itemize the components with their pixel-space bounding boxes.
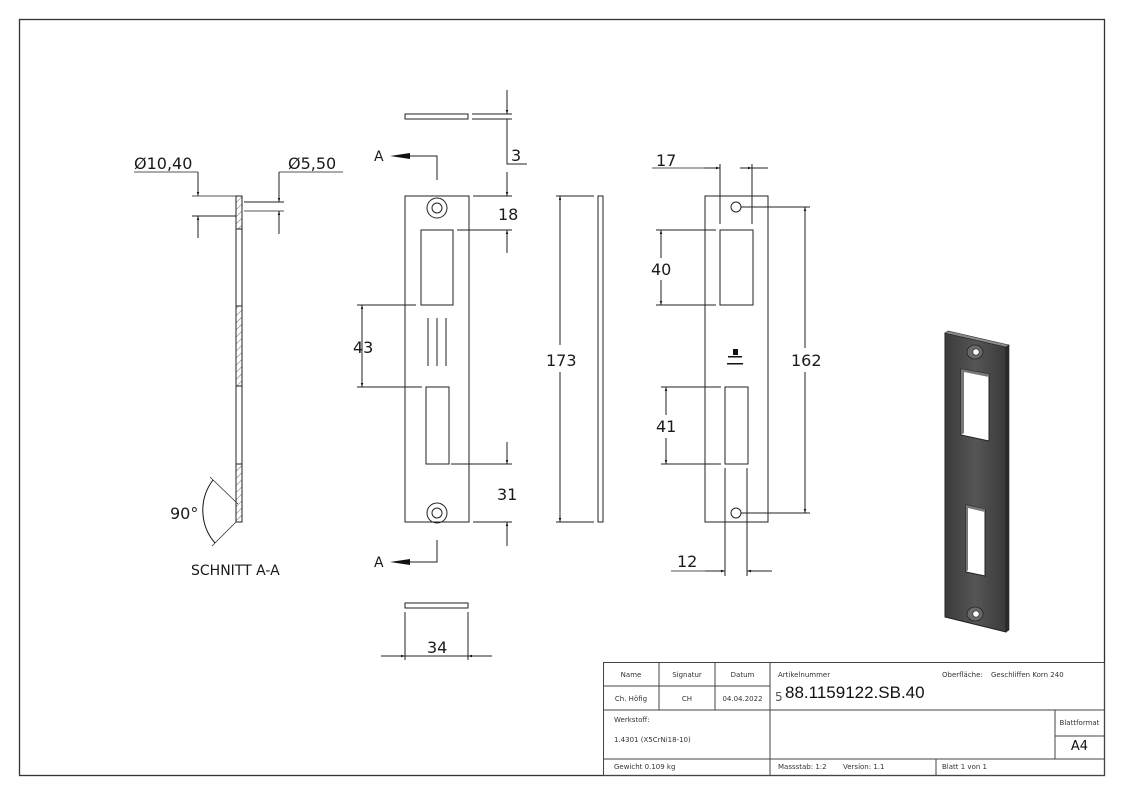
section-marker-top: A	[374, 149, 384, 165]
isometric-render	[944, 330, 1010, 633]
dim-hole-small: Ø5,50	[288, 154, 336, 173]
header-signature: Signatur	[672, 671, 702, 679]
front-view	[357, 90, 527, 660]
surface-value: Geschliffen Korn 240	[991, 671, 1064, 679]
dim-upper-cutout-height: 40	[651, 260, 671, 279]
material-value: 1.4301 (X5CrNi18-10)	[614, 736, 691, 744]
dim-thickness: 3	[511, 146, 521, 165]
surface-label: Oberfläche:	[942, 671, 983, 679]
material-label: Werkstoff:	[614, 716, 650, 724]
rear-view	[652, 164, 810, 576]
dim-lower-cutout-height: 41	[656, 417, 676, 436]
weight: Gewicht 0.109 kg	[614, 763, 676, 771]
section-view-a-a	[134, 171, 343, 547]
format-label: Blattformat	[1059, 719, 1100, 727]
header-date: Datum	[730, 671, 755, 679]
section-marker-bottom: A	[374, 555, 384, 571]
value-signature: CH	[681, 695, 693, 703]
article-prefix: 5	[775, 690, 783, 704]
section-label: SCHNITT A-A	[191, 563, 280, 579]
dim-total-height: 173	[546, 351, 577, 370]
value-date: 04.04.2022	[722, 695, 763, 703]
dim-top-to-cutout: 18	[498, 205, 518, 224]
scale: Massstab: 1:2	[778, 763, 827, 771]
dim-bottom-to-cutout: 31	[497, 485, 517, 504]
article-label: Artikelnummer	[778, 671, 831, 679]
dim-hole-spacing: 162	[791, 351, 822, 370]
dim-angle: 90°	[170, 504, 198, 523]
sheet-border	[18, 18, 1106, 777]
header-name: Name	[620, 671, 642, 679]
dim-cutout-width: 17	[656, 151, 676, 170]
value-name: Ch. Höfig	[614, 695, 648, 703]
version: Version: 1.1	[843, 763, 885, 771]
logo-stamp	[727, 349, 743, 365]
sheet-number: Blatt 1 von 1	[942, 763, 987, 771]
dim-lower-cutout-width: 12	[677, 552, 697, 571]
title-block-grid	[603, 662, 1105, 776]
side-view	[556, 195, 604, 523]
dim-width: 34	[427, 638, 447, 657]
dim-hole-large: Ø10,40	[134, 154, 192, 173]
format-value: A4	[1070, 739, 1089, 754]
dim-cutout-spacing: 43	[353, 338, 373, 357]
article-number: 88.1159122.SB.40	[785, 683, 925, 702]
